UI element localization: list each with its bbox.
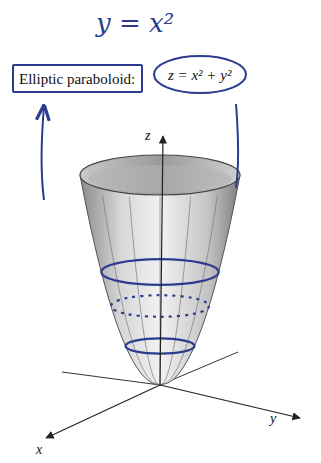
handwritten-note: y = x² bbox=[96, 8, 174, 38]
level-curve bbox=[111, 295, 209, 317]
label-box: Elliptic paraboloid: bbox=[12, 64, 143, 93]
level-curve bbox=[101, 259, 218, 285]
y-axis bbox=[160, 385, 300, 418]
surface-line bbox=[160, 197, 191, 385]
formula-text: z = x² + y² bbox=[168, 67, 231, 84]
axis-label: z bbox=[145, 128, 150, 144]
axis-label: y bbox=[270, 411, 276, 427]
axis-label: x bbox=[36, 442, 42, 458]
leader-arrow bbox=[42, 106, 44, 200]
leader-line bbox=[236, 104, 238, 188]
surface-line bbox=[103, 196, 160, 385]
surface-line bbox=[160, 196, 217, 385]
caption-text: Elliptic paraboloid: bbox=[19, 71, 135, 88]
z-axis bbox=[160, 136, 163, 385]
x-axis bbox=[46, 385, 160, 438]
surface-line bbox=[129, 197, 160, 385]
formula-ellipse: z = x² + y² bbox=[152, 54, 248, 95]
rim-shadow bbox=[88, 165, 232, 193]
paraboloid-rim bbox=[80, 155, 240, 195]
